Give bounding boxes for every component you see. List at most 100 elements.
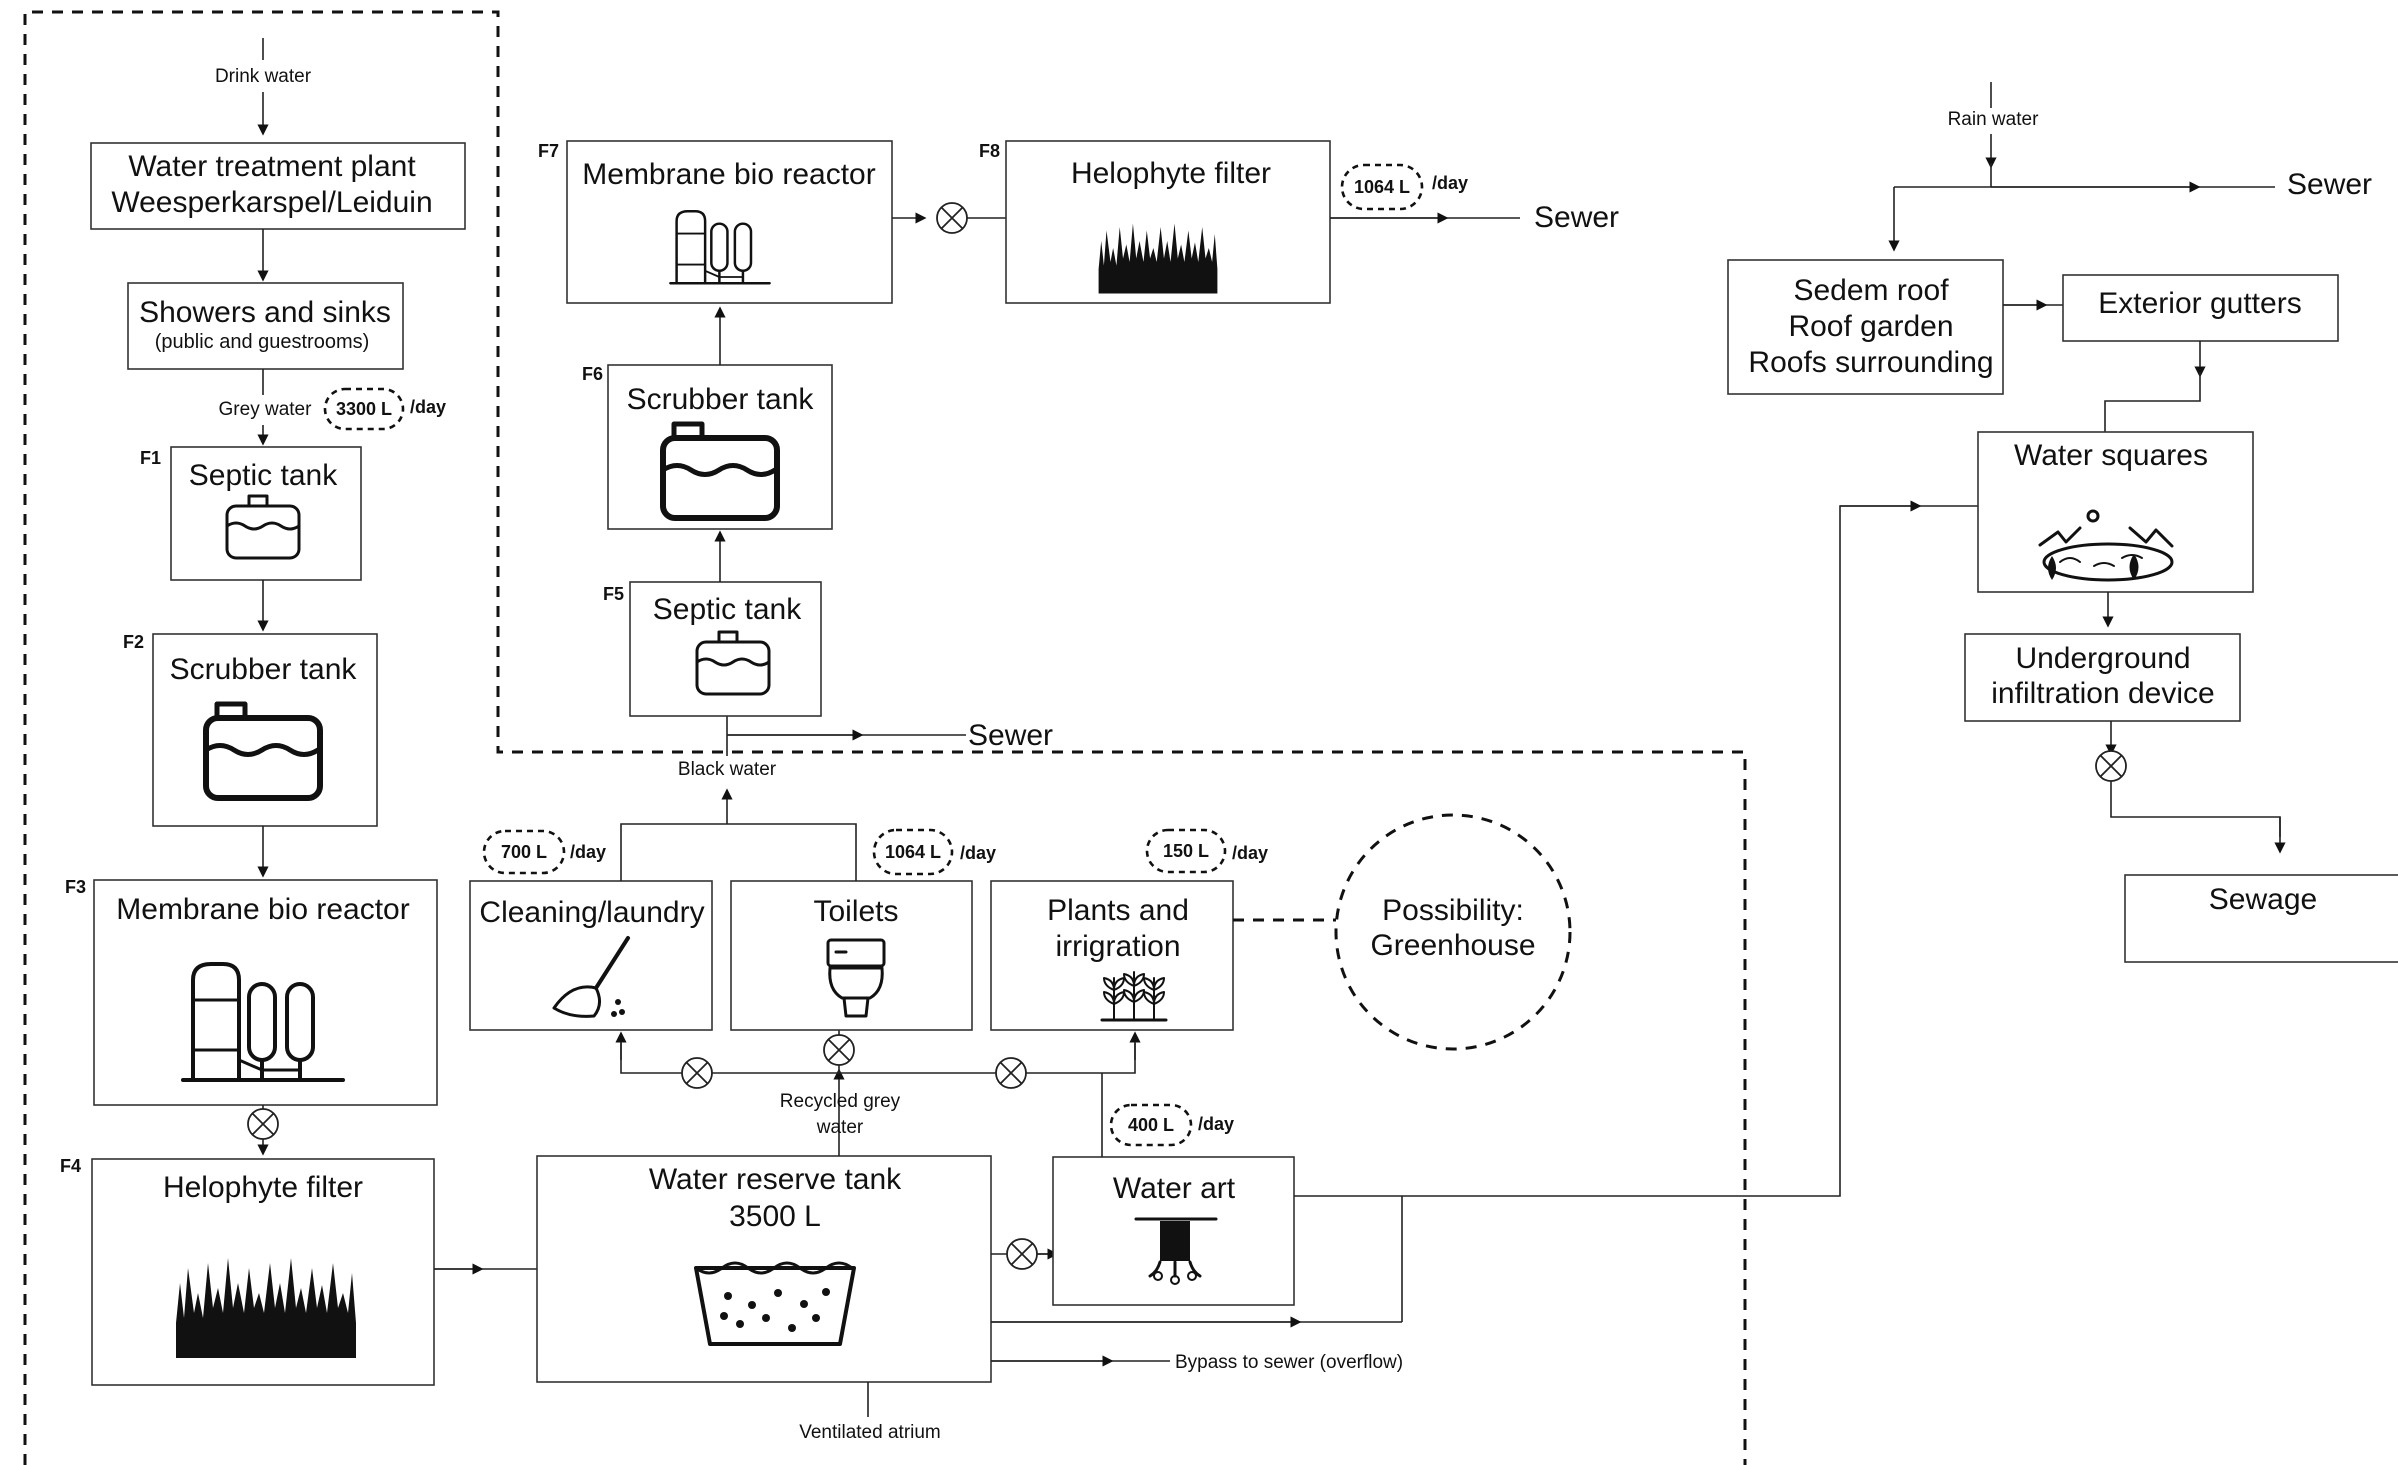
bypass-label: Bypass to sewer (overflow) [1175,1352,1403,1373]
roofs-line1: Sedem roof [1793,274,1949,307]
gutters-label: Exterior gutters [2098,287,2301,320]
per-day-label: /day [1432,173,1468,193]
water-treatment-plant-box: Water treatment plant Weesperkarspel/Lei… [90,142,466,230]
scrubber-tank-f6-box: F6 Scrubber tank [582,364,833,530]
f3-label: Membrane bio reactor [116,893,409,926]
recycled-line1: Recycled grey [780,1091,901,1112]
water-reserve-tank-box: Water reserve tank 3500 L [536,1155,992,1383]
roofs-line2: Roof garden [1788,310,1953,343]
plants-line1: Plants and [1047,894,1189,927]
waterfall-icon [1134,1217,1218,1285]
valve-icon [936,202,968,234]
infiltration-line2: infiltration device [1991,677,2214,710]
sewage-label: Sewage [2209,883,2317,916]
valve-icon [1006,1238,1038,1270]
reserve-tank-label: Water reserve tank [649,1163,902,1196]
f5-label: Septic tank [653,593,802,626]
showers-sublabel: (public and guestrooms) [155,331,370,353]
water-art-box: Water art [1052,1156,1295,1306]
svg-text:3300 L: 3300 L [336,399,392,419]
toilets-rate-badge: 1064 L /day [872,828,996,876]
svg-text:1064 L: 1064 L [1354,177,1410,197]
svg-text:400 L: 400 L [1128,1115,1174,1135]
f8-rate-badge: 1064 L /day [1340,163,1468,211]
svg-text:150 L: 150 L [1163,841,1209,861]
building-boundary [23,10,1747,1465]
showers-and-sinks-box: Showers and sinks (public and guestrooms… [127,282,404,370]
showers-label: Showers and sinks [139,296,391,329]
ventilated-atrium-label: Ventilated atrium [799,1422,941,1443]
exterior-gutters-box: Exterior gutters [2062,274,2339,342]
f4-label: Helophyte filter [163,1171,363,1204]
cleaning-rate-badge: 700 L /day [482,829,606,875]
tag-f6: F6 [582,364,603,384]
f6-label: Scrubber tank [627,383,815,416]
f7-label: Membrane bio reactor [582,158,875,191]
tag-f3: F3 [65,877,86,897]
water-art-rate-badge: 400 L /day [1109,1103,1234,1147]
cleaning-laundry-box: Cleaning/laundry [469,880,713,1031]
per-day-label: /day [570,842,606,862]
greenhouse-circle: Possibility: Greenhouse [1334,813,1572,1051]
tag-f4: F4 [60,1156,81,1176]
valve-icon [823,1034,855,1066]
septic-tank-f1-box: F1 Septic tank [140,446,362,581]
grey-water-label: Grey water [219,399,313,420]
valve-icon [995,1057,1027,1089]
water-art-label: Water art [1113,1172,1236,1205]
septic-tank-f5-box: F5 Septic tank [603,581,822,717]
plants-rate-badge: 150 L /day [1145,828,1268,874]
infiltration-device-box: Underground infiltration device [1964,633,2241,722]
f1-label: Septic tank [189,459,338,492]
recycled-line2: water [816,1117,864,1138]
sewer-label: Sewer [2287,168,2372,201]
greenhouse-line2: Greenhouse [1370,929,1535,962]
tag-f1: F1 [140,448,161,468]
water-square-icon [2038,509,2174,582]
valve-icon [247,1108,279,1140]
plants-icon [1100,971,1168,1022]
svg-text:1064 L: 1064 L [885,842,941,862]
water-treatment-line1: Water treatment plant [128,150,416,183]
water-basin-icon [694,1261,856,1346]
sewage-box: Sewage [2124,874,2398,963]
valve-icon [681,1057,713,1089]
reserve-capacity: 3500 L [729,1200,821,1233]
helophyte-filter-f8-box: F8 Helophyte filter [979,140,1331,304]
f8-label: Helophyte filter [1071,157,1271,190]
tag-f5: F5 [603,584,624,604]
per-day-label: /day [410,397,446,417]
valve-icon [2095,750,2127,782]
roofs-line3: Roofs surrounding [1748,346,1993,379]
toilets-box: Toilets [730,880,973,1031]
toilets-label: Toilets [813,895,898,928]
per-day-label: /day [1232,843,1268,863]
toilet-icon [826,938,886,1018]
greenhouse-line1: Possibility: [1382,894,1524,927]
roofs-box: Sedem roof Roof garden Roofs surrounding [1727,259,2004,395]
infiltration-line1: Underground [2015,642,2190,675]
membrane-bio-reactor-f3-box: F3 Membrane bio reactor [65,877,438,1106]
svg-text:700 L: 700 L [501,842,547,862]
scrubber-tank-f2-box: F2 Scrubber tank [123,632,378,827]
per-day-label: /day [960,843,996,863]
tag-f8: F8 [979,141,1000,161]
tag-f7: F7 [538,141,559,161]
per-day-label: /day [1198,1114,1234,1134]
broom-icon [552,936,630,1018]
plants-line2: irrigration [1055,930,1180,963]
sewer-label: Sewer [1534,201,1619,234]
water-squares-box: Water squares [1977,431,2254,593]
sewer-label: Sewer [968,719,1053,752]
membrane-bio-reactor-f7-box: F7 Membrane bio reactor [538,140,893,304]
rain-water-label: Rain water [1948,109,2039,130]
cleaning-label: Cleaning/laundry [479,896,704,929]
water-treatment-line2: Weesperkarspel/Leiduin [111,186,432,219]
plants-irrigation-box: Plants and irrigration [990,880,1234,1031]
grey-water-rate-badge: 3300 L /day [323,387,446,431]
helophyte-filter-f4-box: F4 Helophyte filter [60,1156,435,1386]
f2-label: Scrubber tank [170,653,358,686]
water-squares-label: Water squares [2014,439,2208,472]
tag-f2: F2 [123,632,144,652]
